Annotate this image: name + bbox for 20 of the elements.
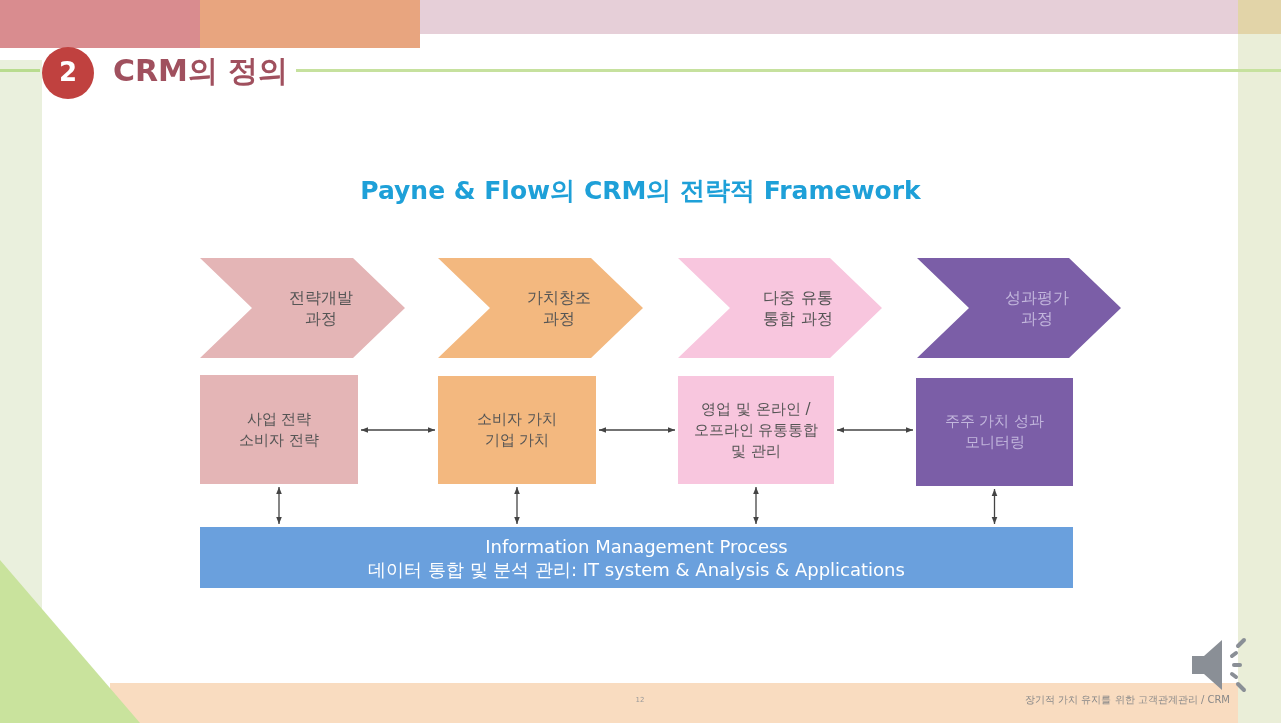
process-box: 사업 전략 소비자 전략: [200, 375, 358, 484]
process-box: 영업 및 온라인 /오프라인 유통통합 및 관리: [678, 376, 834, 484]
double-arrow: [753, 486, 759, 525]
double-arrow: [514, 486, 520, 525]
process-bar: Information Management Process 데이터 통합 및 분석 관리: IT system & Analysis & Applications: [200, 527, 1073, 588]
slide-heading: CRM의 정의: [113, 52, 289, 90]
double-arrow: [276, 486, 282, 525]
diagram-title: Payne & Flow의 CRM의 전략적 Framework: [359, 175, 922, 207]
footer-text: 장기적 가치 유지를 위한 고객관계관리 / CRM: [1024, 693, 1230, 707]
stage-banner: 다중 유통 통합 과정: [678, 258, 882, 358]
process-box: 주주 가치 성과 모니터링: [916, 378, 1073, 486]
stage-banner: 가치창조 과정: [438, 258, 643, 358]
double-arrow: [598, 427, 676, 433]
double-arrow: [360, 427, 436, 433]
stage-banner: 전략개발 과정: [200, 258, 405, 358]
stage-banner: 성과평가 과정: [917, 258, 1121, 358]
process-box: 소비자 가치 기업 가치: [438, 376, 596, 484]
number-badge: 2: [42, 47, 94, 99]
double-arrow: [991, 488, 998, 525]
double-arrow: [836, 427, 914, 433]
